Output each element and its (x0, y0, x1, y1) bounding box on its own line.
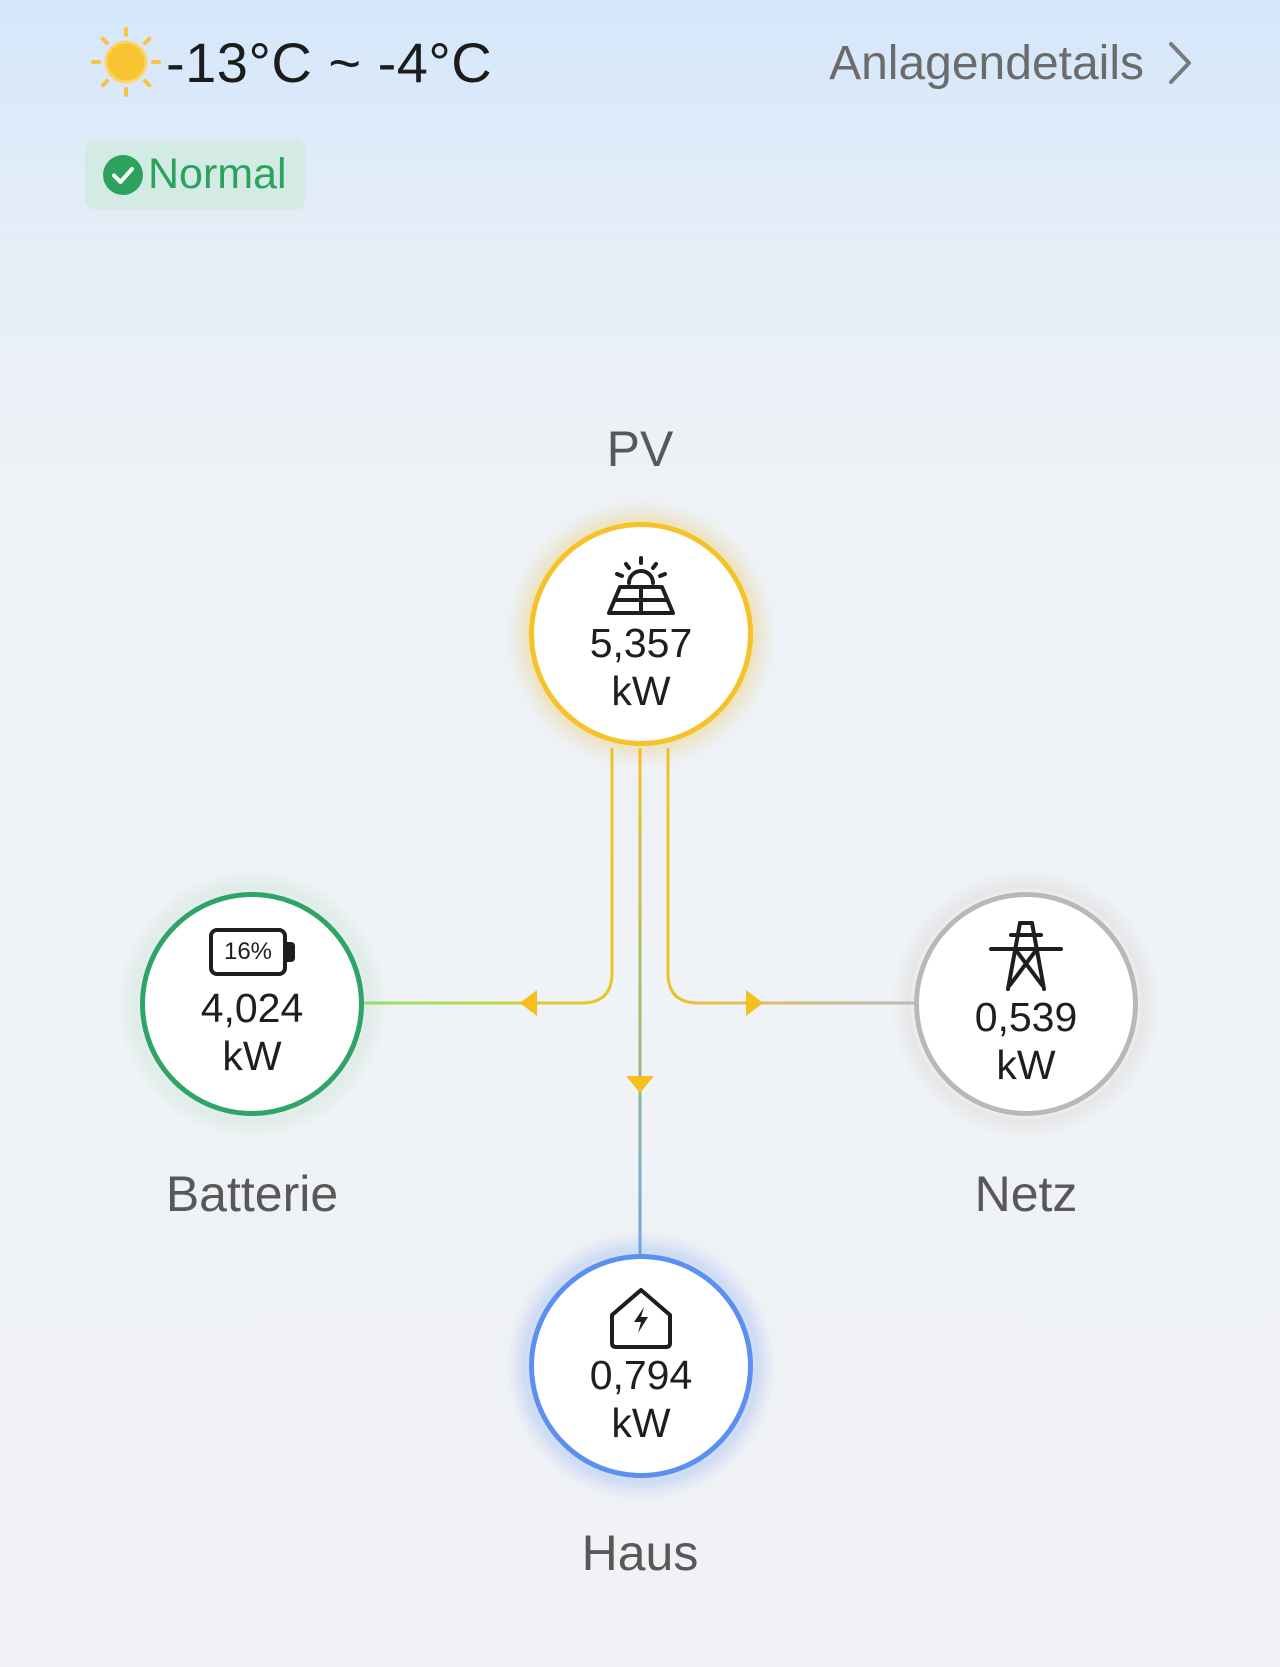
house-power-unit: kW (611, 1400, 671, 1446)
house-bolt-icon (610, 1288, 672, 1349)
solar-panel-icon (607, 556, 675, 615)
house-label: Haus (581, 1525, 699, 1581)
battery-icon: 16% (209, 928, 295, 976)
grid-power-unit: kW (996, 1042, 1056, 1088)
battery-charge-level: 16% (223, 938, 273, 965)
plant-details-label: Anlagendetails (829, 36, 1144, 90)
pv-to-grid-line (666, 748, 916, 1005)
temperature-range: -13°C ~ -4°C (166, 30, 493, 94)
battery-power-unit: kW (222, 1033, 282, 1079)
battery-label: Batterie (165, 1166, 339, 1222)
house-power-value: 0,794 (589, 1352, 693, 1398)
check-circle-icon (103, 154, 143, 195)
plant-details-link[interactable]: Anlagendetails (829, 30, 1194, 96)
status-label: Normal (148, 150, 287, 198)
flow-arrow-grid (746, 990, 763, 1016)
grid-label: Netz (974, 1166, 1078, 1222)
pv-to-battery-line (362, 748, 614, 1005)
grid-power-value: 0,539 (974, 994, 1078, 1040)
house-node[interactable]: 0,794 kW (508, 1233, 774, 1499)
pv-label: PV (606, 421, 674, 477)
pv-node[interactable]: 5,357 kW (508, 501, 774, 767)
sun-icon (91, 27, 161, 97)
status-badge: Normal (85, 139, 306, 210)
flow-arrow-battery (520, 990, 537, 1016)
weather-widget: -13°C ~ -4°C (90, 26, 492, 98)
power-tower-icon (989, 921, 1063, 991)
grid-node[interactable]: 0,539 kW (893, 871, 1159, 1137)
battery-node[interactable]: 16% 4,024 kW (119, 871, 385, 1137)
pv-power-unit: kW (611, 668, 671, 714)
battery-power-value: 4,024 (200, 985, 304, 1031)
chevron-right-icon (1169, 42, 1191, 84)
flow-arrow-house (626, 1076, 654, 1093)
pv-power-value: 5,357 (589, 620, 693, 666)
